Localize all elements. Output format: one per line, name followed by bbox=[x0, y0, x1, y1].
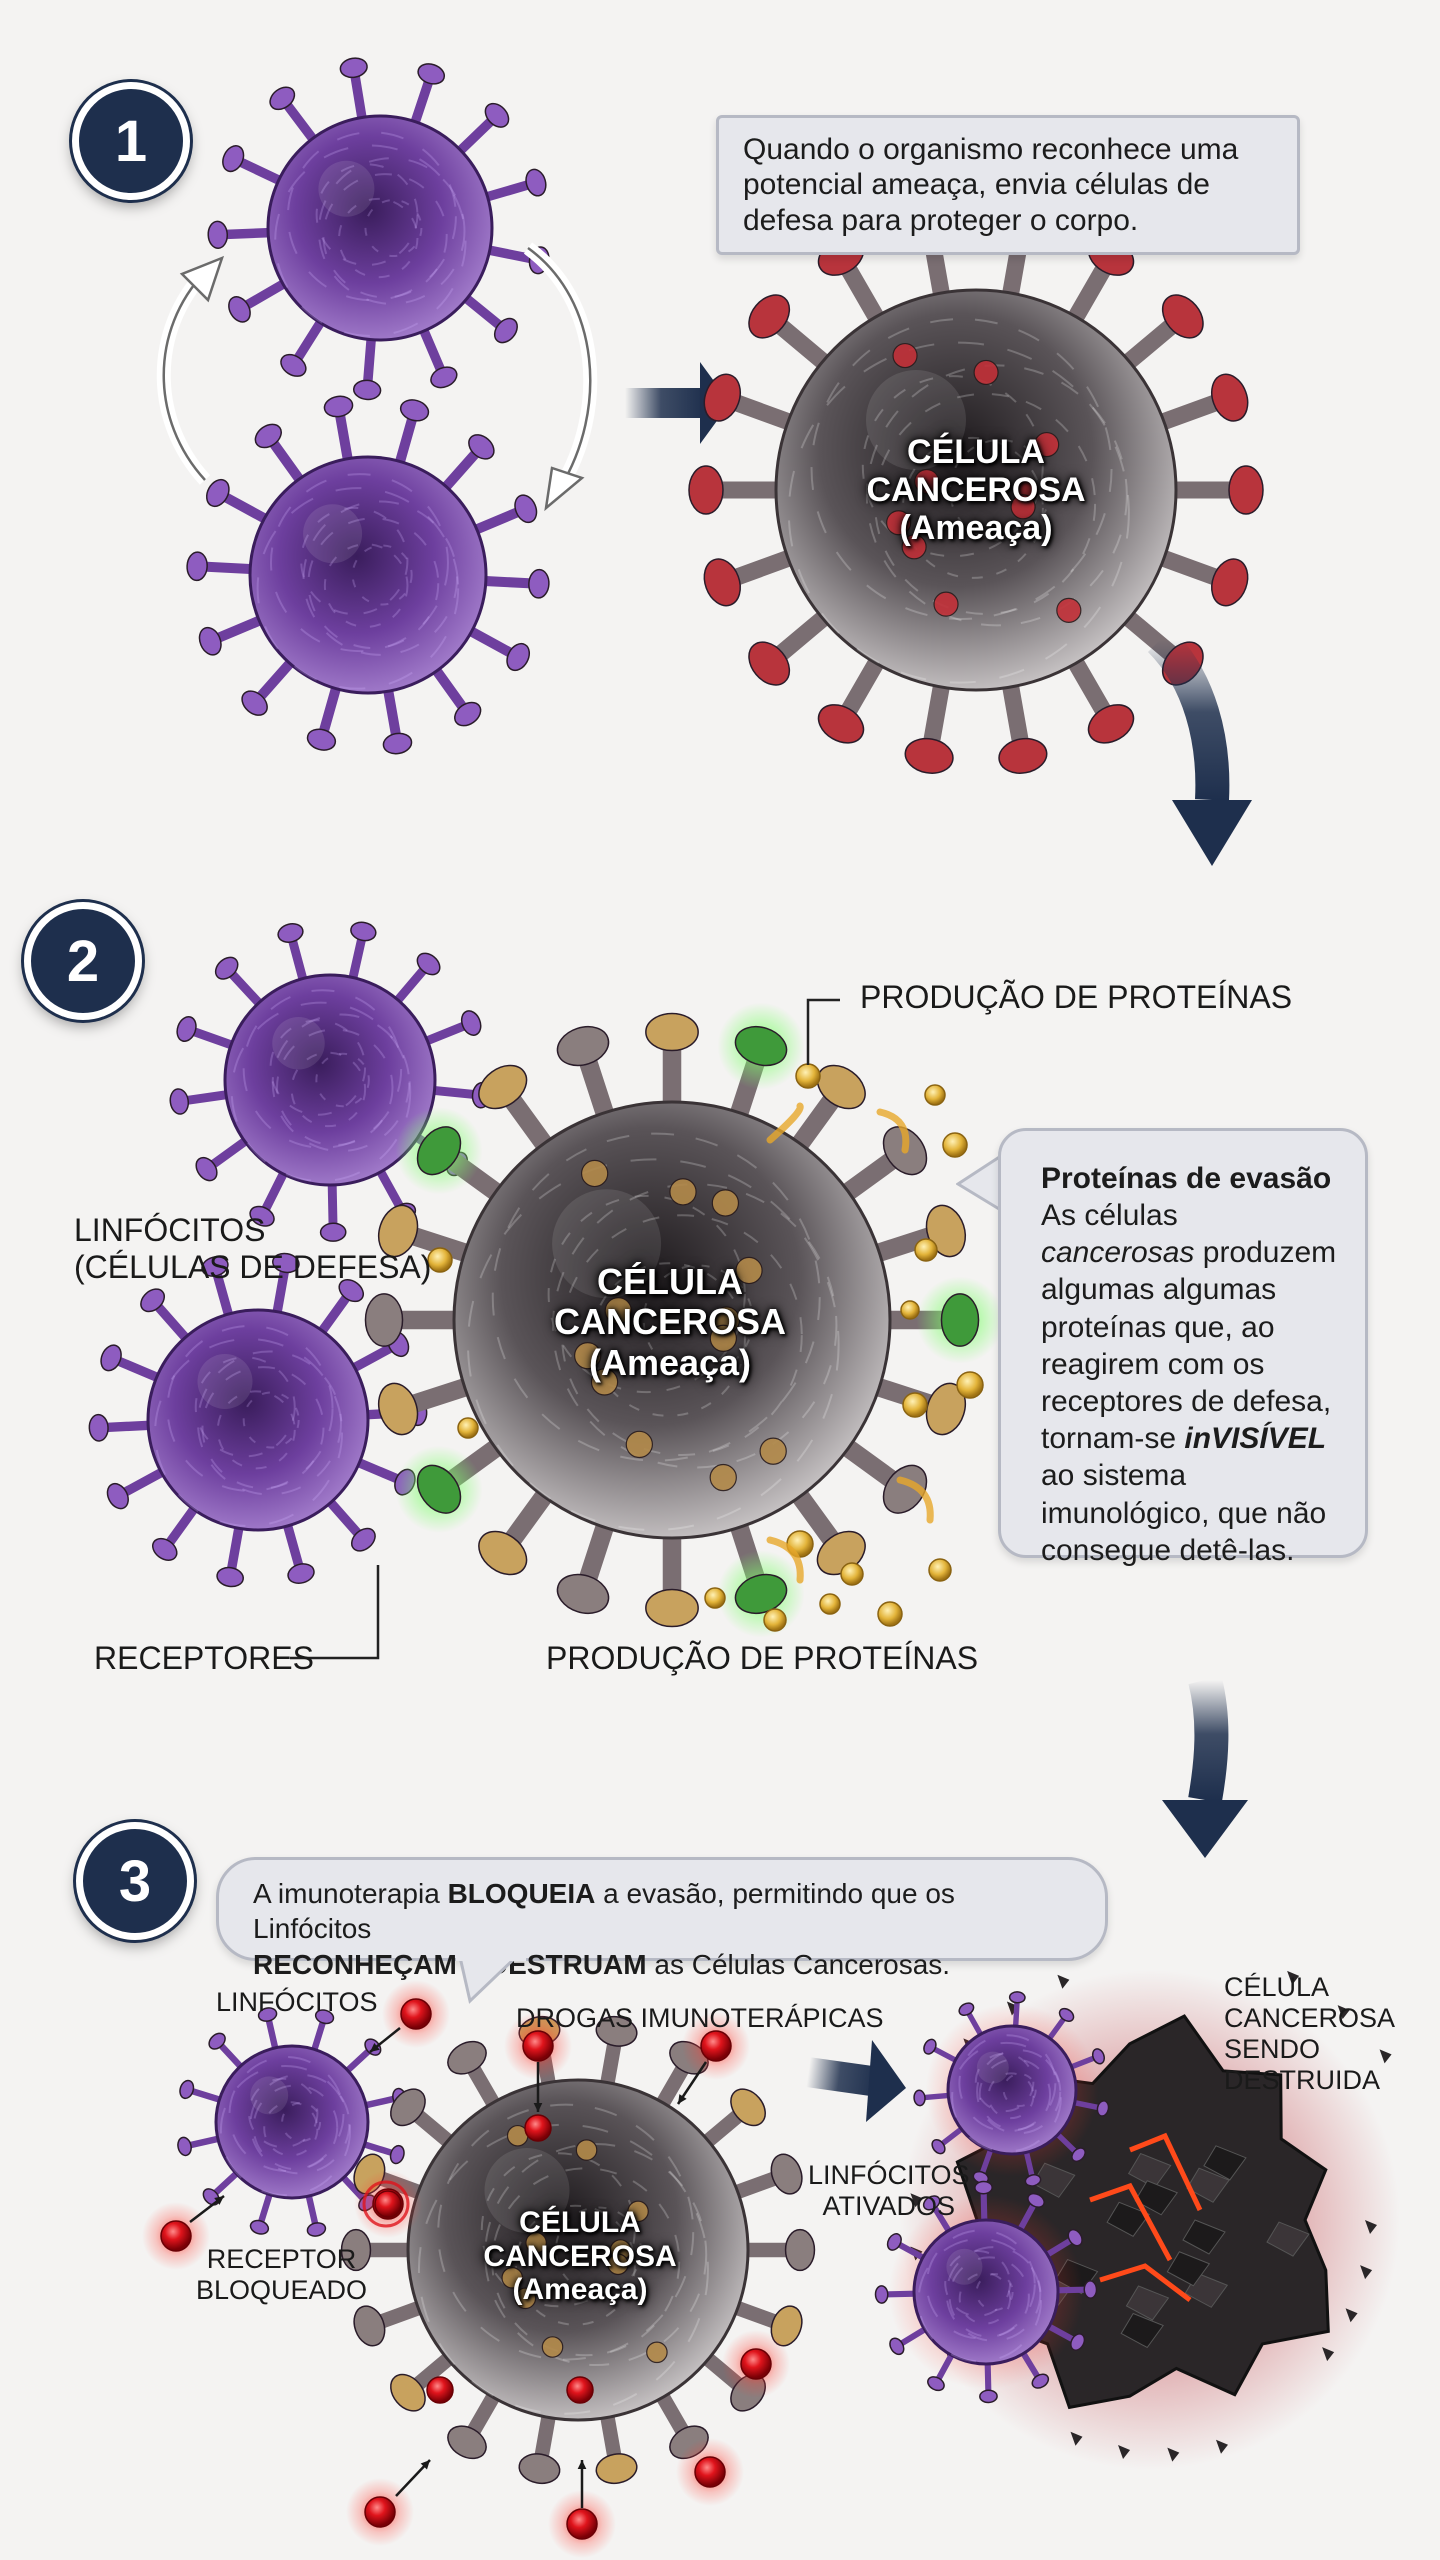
label-proteins-top: PRODUÇÃO DE PROTEÍNAS bbox=[860, 979, 1293, 1015]
label-receptors: RECEPTORES bbox=[94, 1640, 314, 1676]
lymphocyte-top bbox=[207, 57, 550, 401]
callout-step3: A imunoterapia BLOQUEIA a evasão, permit… bbox=[216, 1857, 1108, 1980]
cycle-arrowhead-left bbox=[179, 255, 225, 303]
callout-step2-body: As células cancerosas produzem algumas a… bbox=[1041, 1199, 1337, 1567]
cancer-cell-2 bbox=[364, 1002, 1004, 1638]
callout-step2-title: Proteínas de evasão bbox=[1041, 1162, 1332, 1195]
arrow-to-destruction bbox=[806, 2040, 906, 2122]
label-proteins-bottom: PRODUÇÃO DE PROTEÍNAS bbox=[546, 1640, 979, 1676]
label-s3-lymphocytes: LINFÓCITOS bbox=[216, 1987, 378, 2017]
activated-lymphocyte-bottom bbox=[874, 2180, 1098, 2404]
cycle-arrowhead-right bbox=[544, 466, 585, 512]
lymphocyte-s2-top bbox=[169, 921, 492, 1242]
callout-step3-text: A imunoterapia BLOQUEIA a evasão, permit… bbox=[253, 1878, 955, 1980]
activated-lymphocyte-top bbox=[913, 1991, 1110, 2187]
label-lymphocytes: LINFÓCITOS (CÉLULAS DE DEFESA) bbox=[74, 1212, 432, 1285]
lymphocyte-s3 bbox=[177, 2007, 407, 2237]
step-badge-1: 1 bbox=[72, 82, 190, 200]
arrow-down-to-step2 bbox=[1147, 627, 1252, 866]
cancer-cell-1-label: CÉLULA CANCEROSA (Ameaça) bbox=[866, 433, 1086, 548]
cycle-arrow-left bbox=[156, 267, 211, 485]
step-badge-3: 3 bbox=[76, 1822, 194, 1940]
callout-step3-tail bbox=[456, 1955, 526, 2004]
protein-particles bbox=[427, 1063, 984, 1632]
callout-step1-text: Quando o organismo reconhece uma potenci… bbox=[743, 132, 1239, 237]
cancer-cell-2-label: CÉLULA CANCEROSA (Ameaça) bbox=[553, 1261, 786, 1383]
callout-step1: Quando o organismo reconhece uma potenci… bbox=[716, 115, 1300, 255]
label-activated-lymphocytes: LINFÓCITOS ATIVADOS bbox=[808, 2160, 970, 2222]
cycle-arrow-right bbox=[523, 242, 598, 492]
step-badge-2: 2 bbox=[24, 902, 142, 1020]
lymphocyte-bottom bbox=[186, 395, 550, 755]
label-receptor-blocked: RECEPTOR BLOQUEADO bbox=[196, 2244, 368, 2306]
label-drugs: DROGAS IMUNOTERÁPICAS bbox=[516, 2003, 884, 2033]
leader-proteins-top bbox=[806, 998, 840, 1065]
callout-step2: Proteínas de evasão As células cancerosa… bbox=[998, 1128, 1368, 1567]
leader-receptors bbox=[290, 1565, 380, 1660]
drug-molecules bbox=[142, 1980, 790, 2558]
cancer-cell-3-label: CÉLULA CANCEROSA (Ameaça) bbox=[483, 2206, 677, 2307]
arrow-down-to-step3 bbox=[1162, 1675, 1248, 1858]
label-cell-being-destroyed: CÉLULA CANCEROSA SENDO DESTRUIDA bbox=[1224, 1972, 1396, 2096]
